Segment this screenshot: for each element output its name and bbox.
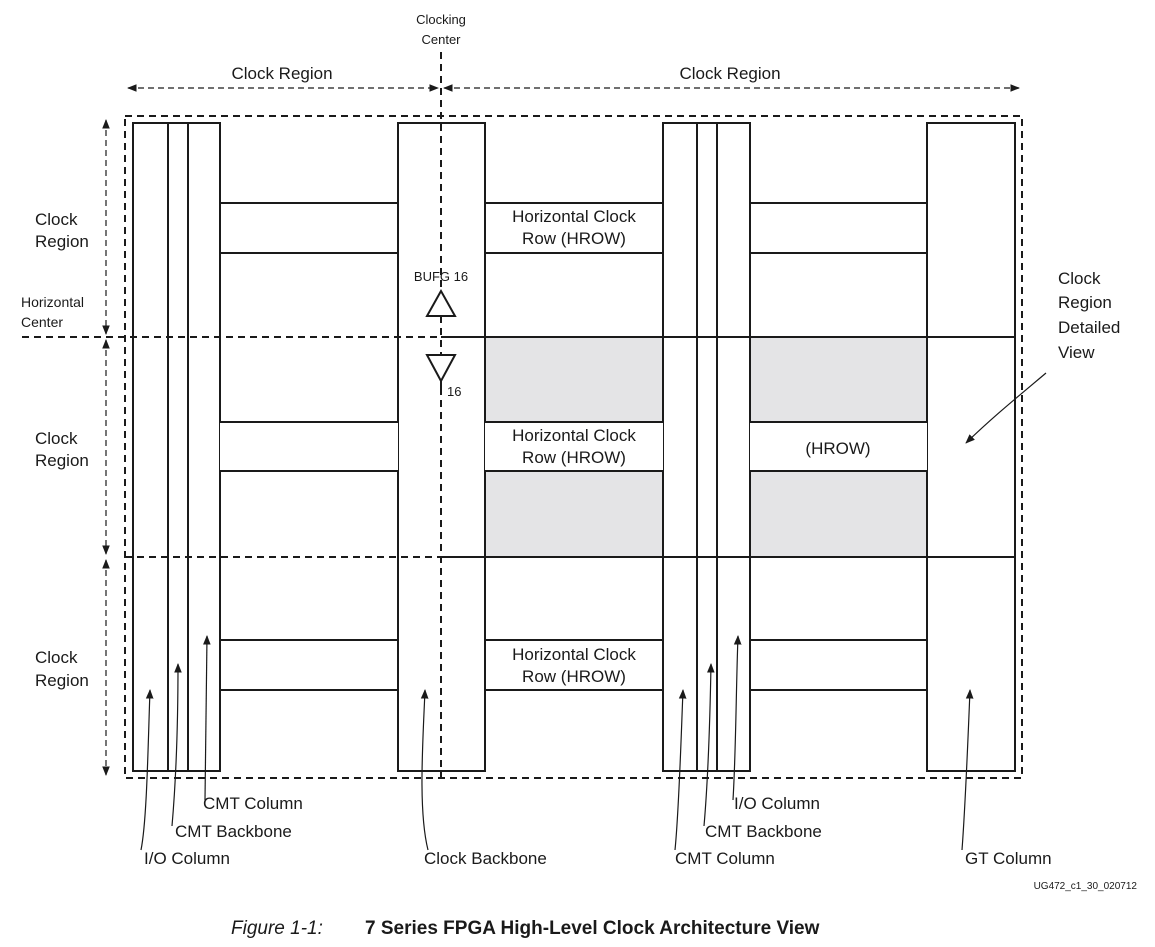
clock-region-3-label-2: Region <box>35 671 89 690</box>
left-column-group <box>132 122 221 772</box>
hrow-2-label-2: Row (HROW) <box>522 448 626 467</box>
clock-region-2-label-2: Region <box>35 451 89 470</box>
hrow-1-label-2: Row (HROW) <box>522 229 626 248</box>
clocking-center-label-2: Center <box>421 32 461 47</box>
horizontal-center-label: Horizontal <box>21 294 84 310</box>
gt-column-label: GT Column <box>965 849 1052 868</box>
cmt-column-left <box>187 122 221 772</box>
figure-caption-label: Figure 1-1: <box>231 918 323 939</box>
detailed-view-label-2: Region <box>1058 293 1112 312</box>
device-boundary <box>124 115 1023 779</box>
cmt-backbone-right-label: CMT Backbone <box>705 822 822 841</box>
figure-caption-title: 7 Series FPGA High-Level Clock Architect… <box>365 918 820 939</box>
cmt-column-right-label: CMT Column <box>675 849 775 868</box>
io-column-right-label: I/O Column <box>734 794 820 813</box>
clock-backbone-label: Clock Backbone <box>424 849 547 868</box>
gt-column <box>926 122 1016 772</box>
clock-region-top-right-label: Clock Region <box>679 64 780 83</box>
io-column-left-label: I/O Column <box>144 849 230 868</box>
cmt-column-right <box>662 122 698 772</box>
detailed-view-label-4: View <box>1058 343 1095 362</box>
clock-backbone-column <box>397 122 486 772</box>
detailed-view-arrow <box>965 372 1047 444</box>
clock-region-1-label-2: Region <box>35 232 89 251</box>
cmt-backbone-left-label: CMT Backbone <box>175 822 292 841</box>
hrow-3-label-2: Row (HROW) <box>522 667 626 686</box>
hrow-lines <box>220 202 927 691</box>
horizontal-center-label-2: Center <box>21 314 63 330</box>
hrow-3-label: Horizontal Clock <box>512 645 636 664</box>
bottom-leader-arrows <box>140 635 974 851</box>
hrow-1-label: Horizontal Clock <box>512 207 636 226</box>
detailed-view-label: Clock <box>1058 269 1101 288</box>
bufh-count-label: 16 <box>447 384 461 399</box>
io-column-left <box>132 122 169 772</box>
clock-region-1-label: Clock <box>35 210 78 229</box>
detailed-view-label-3: Detailed <box>1058 318 1120 337</box>
cmt-backbone-right <box>696 122 718 772</box>
cmt-column-left-label: CMT Column <box>203 794 303 813</box>
clock-region-2-label: Clock <box>35 429 78 448</box>
bufh-triangle <box>425 354 457 384</box>
bufg-triangle <box>425 288 457 317</box>
clocking-center-label: Clocking <box>416 12 466 27</box>
hrow-2-label: Horizontal Clock <box>512 426 636 445</box>
hrow-short-label: (HROW) <box>805 439 870 458</box>
doc-id: UG472_c1_30_020712 <box>1034 881 1138 892</box>
clock-region-3-label: Clock <box>35 648 78 667</box>
bufg-label: BUFG 16 <box>414 269 468 284</box>
io-column-right <box>716 122 751 772</box>
clock-region-top-left-label: Clock Region <box>231 64 332 83</box>
